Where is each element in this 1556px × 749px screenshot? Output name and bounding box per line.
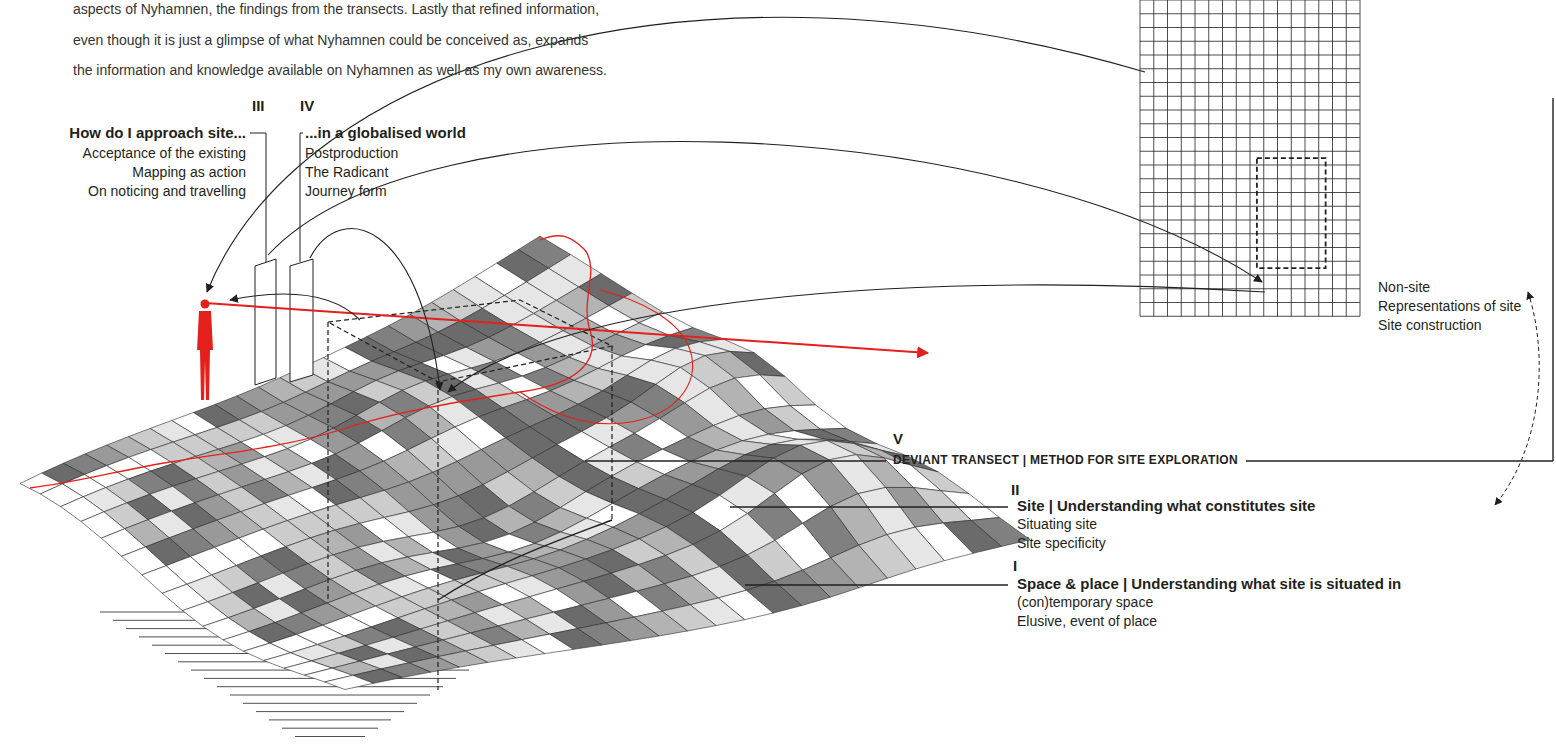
stratum-line <box>295 736 365 737</box>
grid-line <box>1181 0 1182 316</box>
stratum-line <box>269 719 391 720</box>
section-item: Postproduction <box>305 145 398 162</box>
grid-line <box>1140 0 1141 316</box>
grid-line <box>1140 13 1360 14</box>
section-item: Site construction <box>1378 317 1482 334</box>
section-item: Non-site <box>1378 279 1430 296</box>
grid-line <box>1140 123 1360 124</box>
grid-line <box>1360 0 1361 316</box>
grid-line <box>1140 192 1360 193</box>
site-grid <box>1140 0 1360 316</box>
section-item: Elusive, event of place <box>1017 613 1157 630</box>
stratum-line <box>256 711 404 712</box>
grid-line <box>1153 0 1154 316</box>
callout-number: III <box>252 97 265 115</box>
grid-line <box>1346 0 1347 316</box>
overlay <box>30 17 1553 690</box>
grid-line <box>1208 0 1209 316</box>
stratum-line <box>282 728 378 729</box>
section-item: Acceptance of the existing <box>83 145 246 162</box>
terrain-cell <box>325 675 374 689</box>
grid-line <box>1236 0 1237 316</box>
stratum-line <box>243 703 417 704</box>
grid-line <box>1140 206 1360 207</box>
strata-lines <box>100 612 560 737</box>
section-item: The Radicant <box>305 164 388 181</box>
stratum-line <box>230 695 430 696</box>
body-text: aspects of Nyhamnen, the findings from t… <box>73 1 599 18</box>
grid-line <box>1140 302 1360 303</box>
body-text: the information and knowledge available … <box>73 62 607 79</box>
grid-line <box>1140 27 1360 28</box>
grid-line <box>1332 0 1333 316</box>
body-text: even though it is just a glimpse of what… <box>73 32 588 49</box>
section-item: Mapping as action <box>132 164 246 181</box>
grid-line <box>1167 0 1168 316</box>
callout-number: IV <box>300 97 314 115</box>
grid-line <box>1140 261 1360 262</box>
callout-number: I <box>1013 557 1017 575</box>
callout-number: II <box>1011 481 1019 499</box>
grid-line <box>1250 0 1251 316</box>
grid-line <box>1140 96 1360 97</box>
grid-line <box>1140 41 1360 42</box>
section-item: Situating site <box>1017 516 1097 533</box>
section-item: Site specificity <box>1017 535 1106 552</box>
section-item: (con)temporary space <box>1017 594 1153 611</box>
terrain-surface <box>20 236 1030 689</box>
grid-line <box>1140 247 1360 248</box>
callout-number: V <box>893 430 903 448</box>
grid-line <box>1140 137 1360 138</box>
section-item: Representations of site <box>1378 298 1521 315</box>
grid-line <box>1140 0 1360 1</box>
grid-line <box>1140 288 1360 289</box>
dashed-frame <box>1257 158 1326 268</box>
section-item: Journey form <box>305 183 387 200</box>
grid-line <box>1140 151 1360 152</box>
grid-line <box>1140 110 1360 111</box>
grid-line <box>1140 55 1360 56</box>
grid-line <box>1195 0 1196 316</box>
grid-line <box>1140 178 1360 179</box>
grid-line <box>1222 0 1223 316</box>
grid-line <box>1140 68 1360 69</box>
section-heading: ...in a globalised world <box>305 124 466 142</box>
grid-line <box>1140 316 1360 317</box>
grid-line <box>1140 220 1360 221</box>
section-item: On noticing and travelling <box>88 183 246 200</box>
section-heading: Space & place | Understanding what site … <box>1017 575 1401 593</box>
section-heading: Site | Understanding what constitutes si… <box>1017 497 1315 515</box>
section-heading: How do I approach site... <box>69 124 246 142</box>
section-heading: DEVIANT TRANSECT | METHOD FOR SITE EXPLO… <box>893 453 1238 467</box>
stratum-line <box>217 686 443 687</box>
grid-line <box>1140 82 1360 83</box>
grid-line <box>1140 165 1360 166</box>
